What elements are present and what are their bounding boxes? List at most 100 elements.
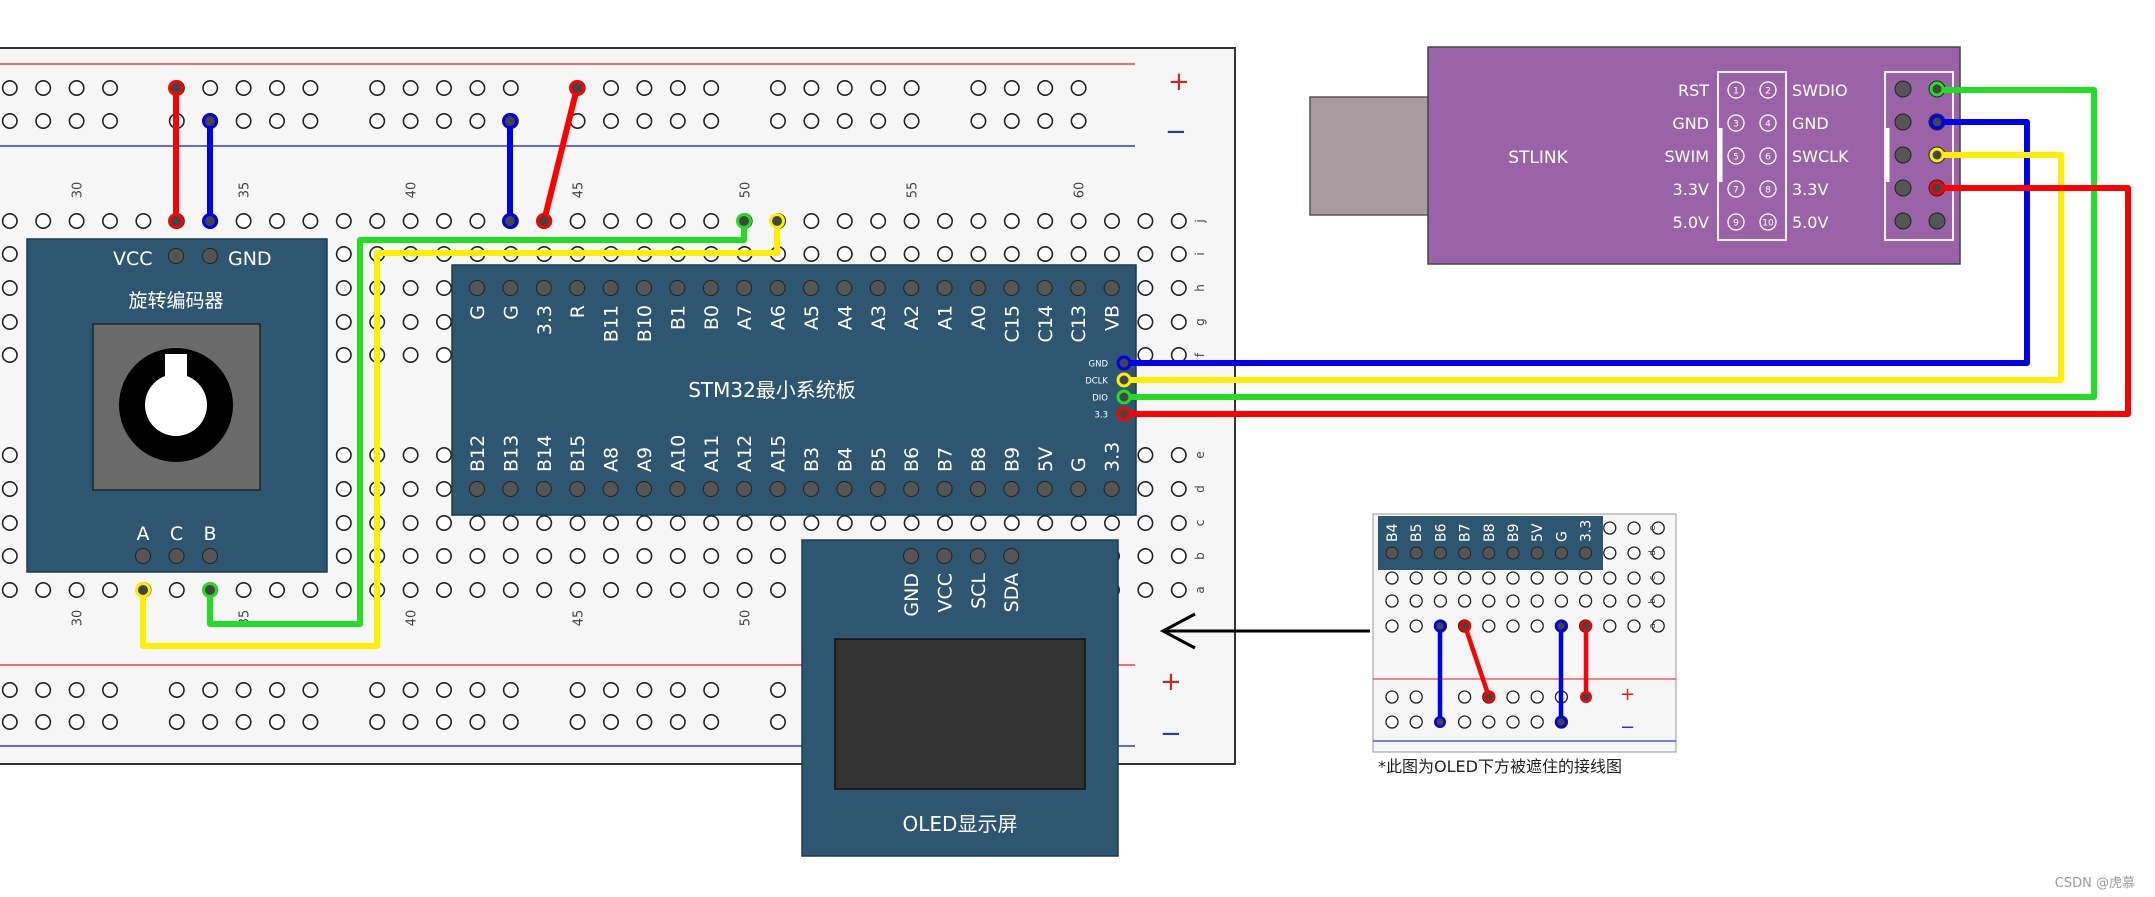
stm32-pin: [869, 280, 886, 296]
breadboard-hole: [1137, 514, 1154, 531]
inset-hole: [1603, 619, 1617, 633]
inset-hole: [1651, 619, 1665, 633]
rail-hole: [602, 113, 619, 130]
stm32-pin-label: C15: [1001, 305, 1023, 342]
inset-hole: [1457, 571, 1472, 585]
rail-hole: [102, 113, 119, 130]
breadboard-hole: [1003, 246, 1020, 263]
stlink-header-pin: [1894, 179, 1912, 197]
breadboard-hole: [402, 346, 419, 363]
breadboard-hole: [970, 514, 987, 531]
breadboard-hole: [1104, 213, 1121, 230]
rail-hole: [636, 681, 653, 698]
breadboard-labels: 3030353540404545505055556060jihgfedcba: [71, 182, 1207, 627]
breadboard-hole: [602, 547, 619, 564]
stm32-pin-label: B13: [500, 435, 522, 472]
inset-rail-hole: [1385, 690, 1399, 704]
rail-hole: [68, 113, 85, 130]
stm32-pin-label: B7: [935, 447, 957, 472]
breadboard-hole: [435, 514, 452, 531]
wire-end: [1929, 114, 1945, 130]
rail-hole: [402, 713, 419, 730]
inset-pin-label: B7: [1458, 523, 1474, 542]
stlink-left-label: 5.0V: [1673, 213, 1709, 232]
wire-end: [1579, 691, 1592, 704]
breadboard-hole: [703, 547, 720, 564]
breadboard-hole: [335, 246, 352, 263]
inset-wires: [1433, 620, 1592, 729]
wire-end: [502, 213, 518, 229]
inset-hole: [1578, 571, 1593, 585]
stm32-pin: [1070, 280, 1087, 296]
breadboard-hole: [268, 213, 285, 230]
stm32-pin-label: B3: [801, 447, 823, 472]
breadboard-hole: [335, 213, 352, 230]
breadboard-hole: [1137, 279, 1154, 296]
rail-hole: [1, 713, 18, 730]
stm32-pin: [636, 280, 652, 296]
wire-end: [1929, 180, 1945, 196]
stm32-pin-label: A0: [968, 305, 990, 330]
breadboard-hole: [536, 547, 553, 564]
rail-hole: [68, 681, 85, 698]
breadboard-hole: [836, 246, 853, 263]
breadboard-hole: [602, 213, 619, 230]
stlink-pin-number-ring: [1759, 114, 1777, 132]
inset-stm32-pin: [1530, 546, 1544, 560]
rail-hole: [268, 80, 285, 97]
oled-pin-label: GND: [901, 573, 923, 617]
rail-hole: [235, 113, 252, 130]
stm32-pin: [970, 280, 986, 296]
encoder-pin: [202, 548, 218, 564]
oled-pin: [903, 548, 919, 564]
rail-hole: [202, 80, 219, 97]
breadboard-hole: [335, 279, 352, 296]
inset-hole: [1506, 594, 1520, 608]
rail-hole: [602, 713, 619, 730]
inset-row-letter: c: [1648, 575, 1658, 580]
breadboard-hole: [502, 547, 519, 564]
rail-hole: [435, 681, 452, 698]
breadboard-hole: [335, 581, 352, 598]
breadboard-hole: [402, 547, 419, 564]
stm32-pin: [736, 280, 753, 296]
wire-swd-clk: [1124, 152, 2064, 383]
rail-hole: [636, 113, 653, 130]
breadboard-hole: [68, 581, 85, 598]
wire-encoder-b-to-a7: [207, 218, 747, 627]
stm32-pin: [636, 481, 652, 497]
inset-caption: *此图为OLED下方被遮住的接线图: [1378, 757, 1622, 776]
column-number: 40: [405, 182, 420, 199]
encoder-knob-shaft: [145, 374, 207, 436]
stm32-pin-label: A15: [768, 435, 790, 472]
breadboard-hole: [569, 514, 586, 531]
inset-stm32-pin: [1433, 546, 1447, 560]
rail-hole: [402, 80, 419, 97]
rail-hole: [1003, 80, 1020, 97]
inset-hole: [1409, 571, 1423, 585]
stm32-pin-label: A2: [901, 305, 923, 330]
breadboard-hole: [636, 514, 653, 531]
inset-rail-hole: [1409, 715, 1423, 729]
inset-stm32-pin: [1506, 546, 1520, 560]
rail-hole: [302, 113, 319, 130]
stm32-pin-label: B14: [534, 435, 556, 472]
wire-end: [1433, 716, 1446, 729]
stm32-pin: [469, 280, 485, 296]
rail-hole: [469, 681, 486, 698]
rail-hole: [870, 80, 887, 97]
breadboard-hole: [402, 480, 419, 497]
breadboard-hole: [602, 581, 619, 598]
stm32-pin: [569, 280, 586, 296]
breadboard-hole: [669, 213, 686, 230]
breadboard-hole: [469, 514, 486, 531]
stlink-body: [1427, 46, 1961, 265]
stlink-pin-number-ring: [1727, 114, 1745, 132]
stlink-name: STLINK: [1508, 148, 1568, 168]
column-number: 60: [1073, 182, 1088, 199]
stlink-pin-number: 7: [1733, 186, 1739, 196]
breadboard-hole: [1137, 313, 1154, 330]
rail-hole: [202, 713, 219, 730]
column-number: 50: [739, 610, 754, 627]
